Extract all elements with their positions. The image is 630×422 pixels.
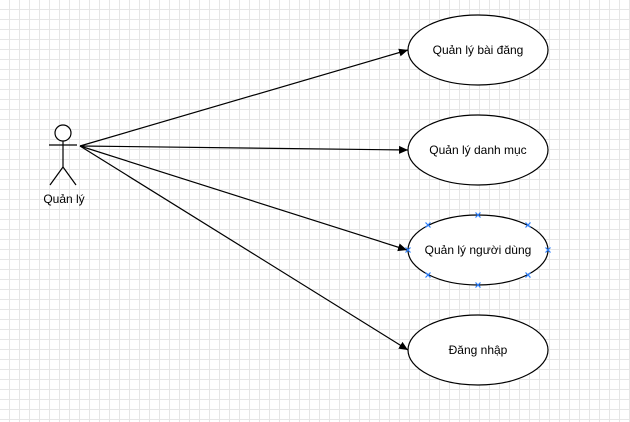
resize-handle xyxy=(425,272,431,278)
resize-handle xyxy=(475,282,481,288)
use-case-label: Quản lý danh mục xyxy=(429,143,526,157)
use-case-login[interactable]: Đăng nhập xyxy=(407,314,549,386)
actor-right-leg xyxy=(62,166,77,186)
resize-handle xyxy=(545,247,551,253)
use-case-manage-categories[interactable]: Quản lý danh mục xyxy=(407,114,549,186)
resize-handle xyxy=(405,247,411,253)
use-case-label: Đăng nhập xyxy=(449,343,508,357)
actor-left-leg xyxy=(49,166,64,186)
resize-handle xyxy=(475,212,481,218)
actor-label: Quản lý xyxy=(43,192,84,206)
use-case-manage-users[interactable]: Quản lý người dùng xyxy=(405,212,551,288)
actor-head xyxy=(54,124,72,142)
resize-handle xyxy=(425,222,431,228)
association-line-2[interactable] xyxy=(79,145,409,154)
resize-handle xyxy=(525,272,531,278)
use-case-label: Quản lý người dùng xyxy=(425,243,532,257)
actor-figure[interactable] xyxy=(49,124,77,186)
resize-handle xyxy=(525,222,531,228)
association-line-4[interactable] xyxy=(79,145,409,351)
association-line-3[interactable] xyxy=(79,145,408,252)
use-case-label: Quản lý bài đăng xyxy=(433,43,524,57)
selection-handles[interactable] xyxy=(405,212,551,288)
association-line-1[interactable] xyxy=(79,48,409,147)
use-case-manage-posts[interactable]: Quản lý bài đăng xyxy=(407,14,549,86)
